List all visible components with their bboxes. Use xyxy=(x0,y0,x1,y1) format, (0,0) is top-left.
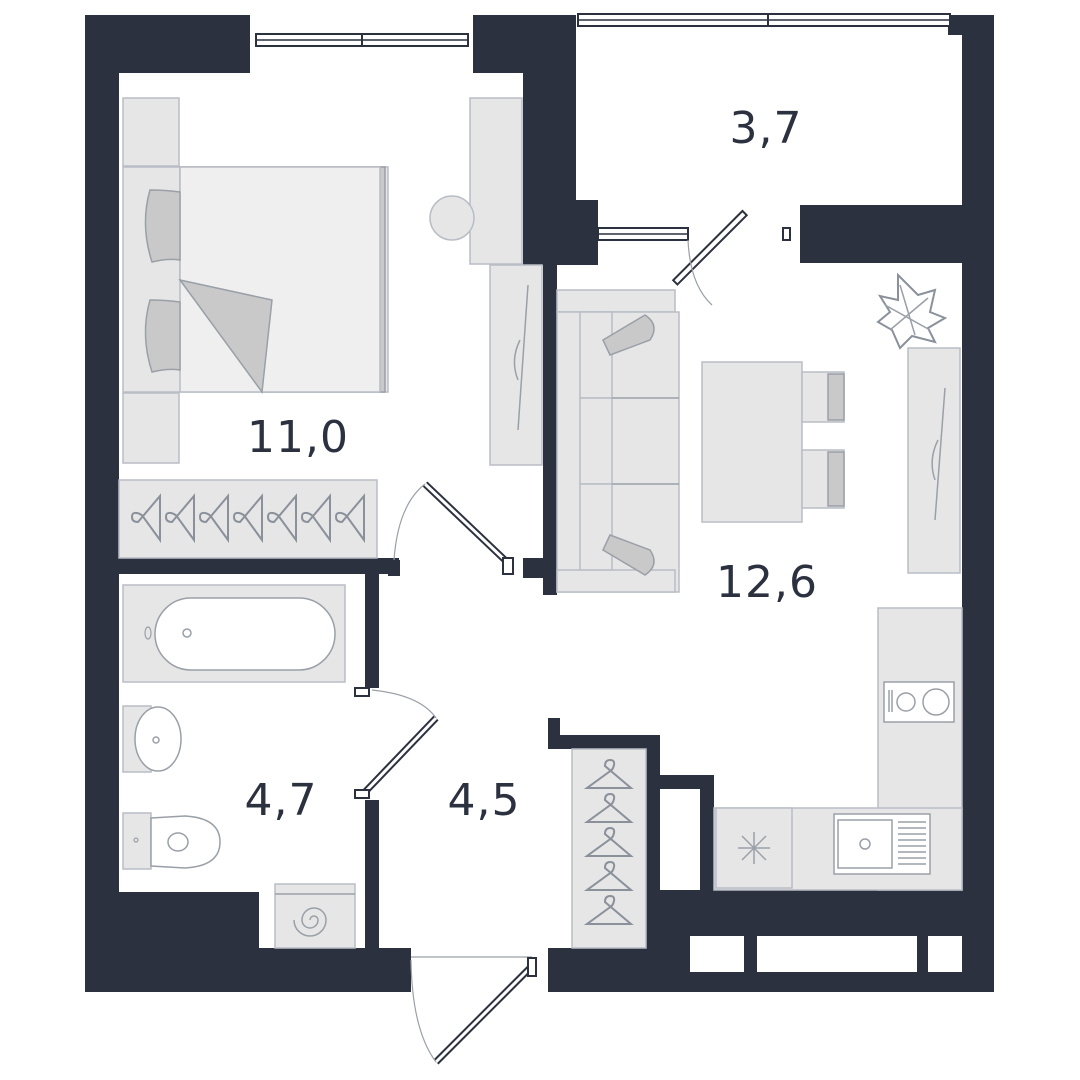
washbasin-icon xyxy=(122,705,182,773)
wardrobe xyxy=(118,479,378,559)
hanger-icon xyxy=(232,493,263,544)
sink-icon xyxy=(833,813,931,875)
walls xyxy=(85,15,994,992)
hanger-icon xyxy=(334,493,365,544)
hanger-icon xyxy=(300,493,331,544)
hanger-icon xyxy=(583,894,634,925)
hallway-area-label: 4,5 xyxy=(448,775,521,826)
hanger-icon xyxy=(583,792,634,823)
bottom-windows xyxy=(690,936,962,972)
hanger-icon xyxy=(583,826,634,857)
sofa-icon xyxy=(556,289,680,593)
hanger-icon xyxy=(583,860,634,891)
hanger-icon xyxy=(198,493,229,544)
fridge-icon xyxy=(715,807,793,889)
balcony-door-window xyxy=(597,227,689,241)
living-kitchen-area-label: 12,6 xyxy=(716,557,818,608)
living-cabinet xyxy=(907,347,961,574)
bathtub-icon xyxy=(122,584,346,683)
hallway-closet xyxy=(571,748,647,949)
window-icon xyxy=(250,18,473,73)
table-icon xyxy=(701,361,803,523)
hanger-icon xyxy=(266,493,297,544)
bedroom-area-label: 11,0 xyxy=(247,412,349,463)
balcony-window xyxy=(577,13,951,27)
hanger-icon xyxy=(130,493,365,544)
hanger-icon xyxy=(583,758,634,925)
washing-machine-icon xyxy=(274,883,356,949)
balcony-area-label: 3,7 xyxy=(730,103,803,154)
plant-icon xyxy=(876,272,948,350)
vanity-desk xyxy=(429,97,523,265)
bedroom-cabinet xyxy=(489,264,543,466)
hanger-icon xyxy=(130,493,161,544)
bathroom-area-label: 4,7 xyxy=(245,775,318,826)
toilet-icon xyxy=(122,812,221,870)
stove-icon xyxy=(883,681,955,723)
door-icon xyxy=(354,209,791,1065)
hanger-icon xyxy=(583,758,634,789)
hanger-icon xyxy=(164,493,195,544)
bed-icon xyxy=(122,97,389,464)
chair-icon xyxy=(801,371,845,509)
